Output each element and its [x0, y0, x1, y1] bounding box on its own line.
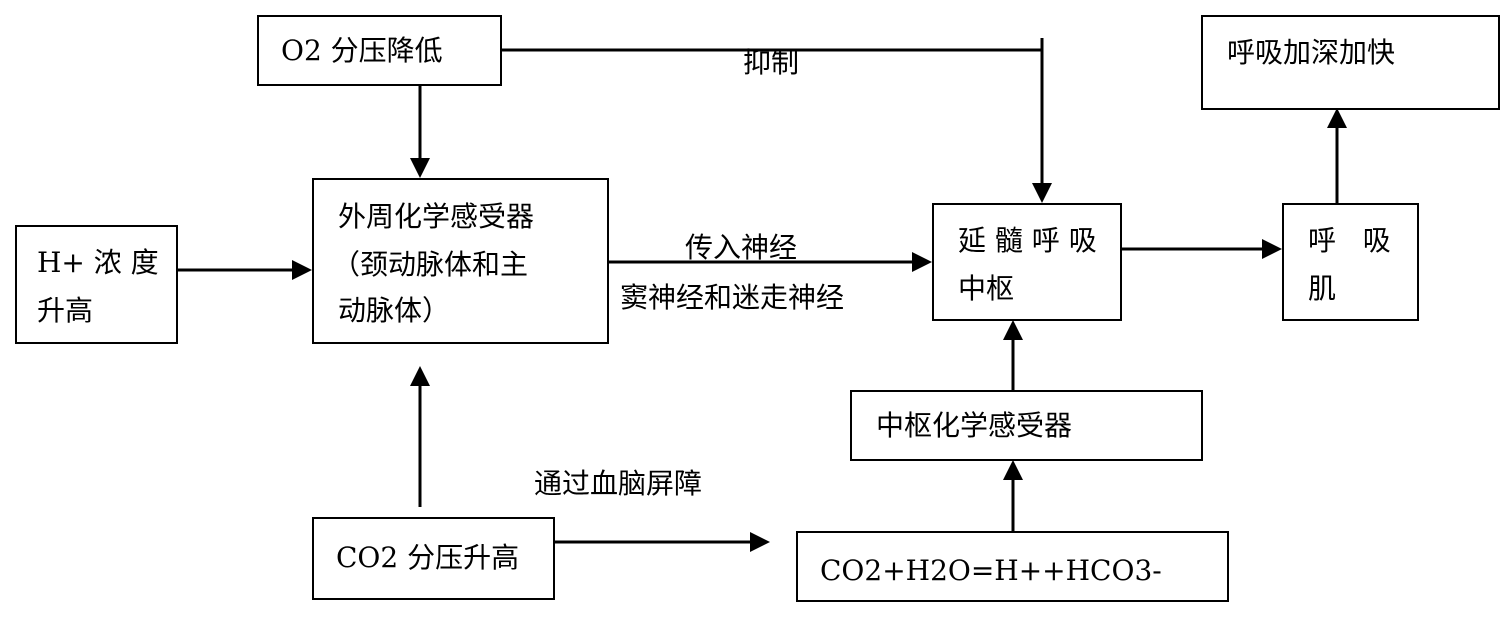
co2-pressure-rise-node: CO2 分压升高	[312, 517, 555, 600]
node-label-line1: 延 髓 呼 吸	[958, 224, 1097, 257]
arrowhead-muscle-left	[1262, 239, 1282, 259]
o2-pressure-drop-node: O2 分压降低	[257, 15, 502, 86]
arrowhead-medulla-left	[912, 252, 932, 272]
node-label-line1: 呼 吸	[1308, 224, 1391, 257]
arrowhead-peripheral-bottom	[410, 366, 430, 386]
blood-brain-barrier-label: 通过血脑屏障	[534, 467, 703, 500]
node-label: CO2 分压升高	[336, 541, 520, 574]
arrowhead-peripheral-top	[410, 158, 430, 178]
arrowhead-medulla-bottom	[1003, 320, 1023, 340]
inhibit-label: 抑制	[743, 46, 800, 79]
afferent-nerve-label: 传入神经	[685, 231, 798, 264]
node-label: 呼吸加深加快	[1227, 36, 1396, 69]
h-concentration-rise-node: H+ 浓 度 升高	[15, 225, 178, 344]
node-label: O2 分压降低	[281, 34, 443, 67]
arrowhead-reaction-left	[750, 532, 770, 552]
node-label-line1: H+ 浓 度	[37, 246, 159, 279]
arrowhead-central-bottom	[1003, 460, 1023, 480]
node-label-line2: 中枢	[958, 272, 1015, 305]
node-label-line2: 升高	[37, 294, 94, 327]
arrowhead-peripheral-left	[292, 260, 312, 280]
arrowhead-medulla-top	[1032, 183, 1052, 203]
node-label: CO2+H2O=H++HCO3-	[820, 554, 1162, 587]
respiratory-muscle-node: 呼 吸 肌	[1282, 203, 1419, 321]
node-label-line2: （颈动脉体和主	[332, 248, 529, 281]
node-label-line2: 肌	[1308, 272, 1337, 305]
breathing-deeper-faster-node: 呼吸加深加快	[1201, 15, 1500, 110]
node-label-line3: 动脉体）	[338, 294, 451, 327]
peripheral-chemoreceptor-node: 外周化学感受器 （颈动脉体和主 动脉体）	[312, 178, 609, 344]
arrowhead-result-bottom	[1327, 108, 1347, 128]
node-label-line1: 外周化学感受器	[338, 200, 535, 233]
node-label: 中枢化学感受器	[876, 409, 1073, 442]
medulla-respiratory-center-node: 延 髓 呼 吸 中枢	[932, 203, 1122, 321]
sinus-vagus-nerve-label: 窦神经和迷走神经	[620, 281, 845, 314]
central-chemoreceptor-node: 中枢化学感受器	[850, 390, 1203, 461]
carbonic-reaction-node: CO2+H2O=H++HCO3-	[796, 531, 1229, 602]
